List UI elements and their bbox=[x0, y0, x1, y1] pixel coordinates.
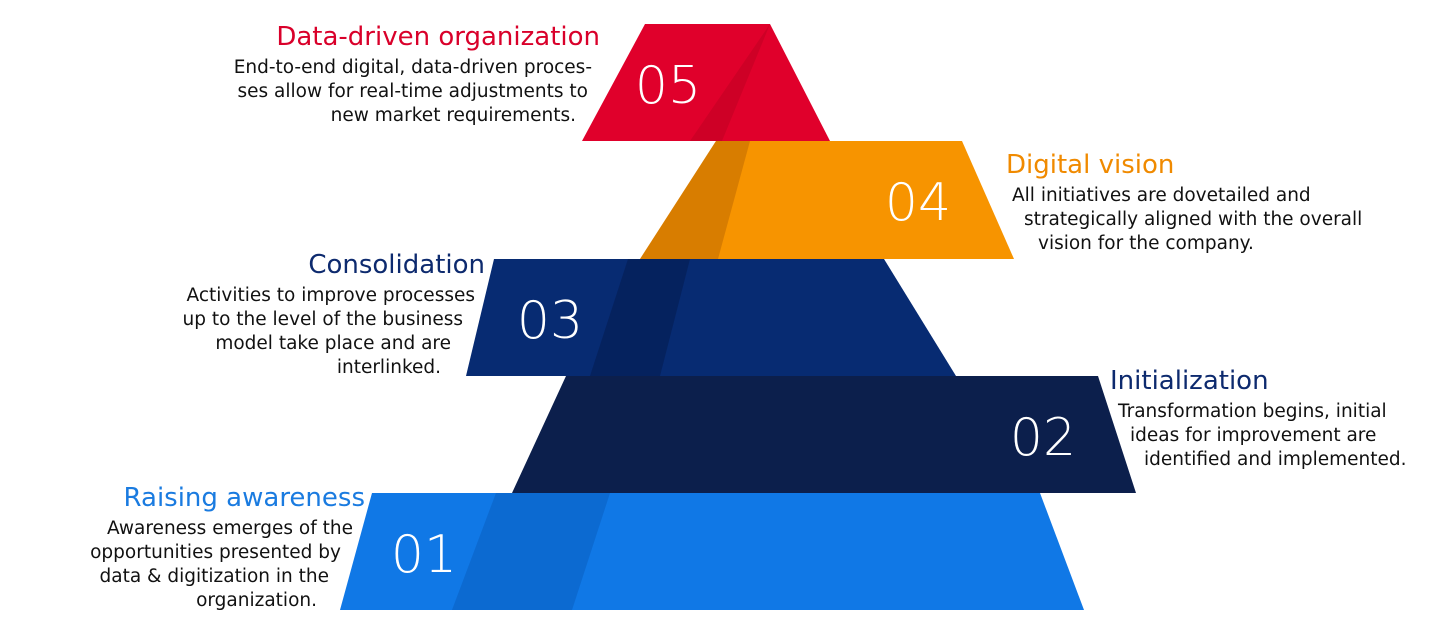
level-3-line: model take place and are bbox=[215, 333, 451, 354]
level-1-line: opportunities presented by bbox=[90, 542, 341, 563]
level-2-band bbox=[512, 376, 1136, 493]
level-3-number: 03 bbox=[517, 291, 583, 351]
level-5-line: new market requirements. bbox=[330, 105, 576, 126]
level-2-text: Initialization Transformation begins, in… bbox=[1110, 364, 1435, 472]
level-1-title: Raising awareness bbox=[123, 483, 365, 513]
level-2-title: Initialization bbox=[1110, 366, 1269, 396]
level-5-description: End-to-end digital, data-driven proces- … bbox=[180, 56, 600, 128]
level-2-line: ideas for improvement are bbox=[1130, 425, 1377, 446]
level-2-number: 02 bbox=[1010, 408, 1076, 468]
level-5-text: Data-driven organization End-to-end digi… bbox=[180, 20, 600, 128]
level-3-text: Consolidation Activities to improve proc… bbox=[120, 248, 486, 380]
level-3-title: Consolidation bbox=[308, 250, 485, 280]
level-1-line: Awareness emerges of the bbox=[106, 518, 353, 539]
level-2-line: identified and implemented. bbox=[1144, 449, 1407, 470]
level-1-shade bbox=[452, 493, 610, 610]
level-4-number: 04 bbox=[885, 173, 951, 233]
level-3-shade bbox=[590, 259, 690, 376]
level-3-line: interlinked. bbox=[336, 357, 441, 378]
level-4-title: Digital vision bbox=[1006, 150, 1175, 180]
level-1-line: data & digitization in the bbox=[99, 566, 330, 587]
level-3-line: Activities to improve processes bbox=[186, 285, 475, 306]
level-5-shade bbox=[690, 24, 770, 141]
level-2-line: Transformation begins, initial bbox=[1118, 401, 1387, 422]
level-2-description: Transformation begins, initial ideas for… bbox=[1110, 400, 1435, 472]
level-3-line: up to the level of the business bbox=[182, 309, 464, 330]
level-3-description: Activities to improve processes up to th… bbox=[120, 284, 485, 380]
level-5-line: End-to-end digital, data-driven proces- bbox=[233, 57, 592, 78]
level-5-title: Data-driven organization bbox=[276, 22, 600, 52]
level-3-band bbox=[466, 259, 956, 376]
level-4-line: strategically aligned with the overall bbox=[1024, 209, 1363, 230]
level-4-shade bbox=[640, 141, 750, 259]
level-1-line: organization. bbox=[196, 590, 317, 611]
level-4-description: All initiatives are dovetailed and strat… bbox=[990, 184, 1410, 256]
level-4-text: Digital vision All initiatives are dovet… bbox=[990, 148, 1410, 256]
level-1-text: Raising awareness Awareness emerges of t… bbox=[20, 481, 365, 613]
level-4-line: vision for the company. bbox=[1038, 233, 1254, 254]
level-4-line: All initiatives are dovetailed and bbox=[1012, 185, 1311, 206]
level-5-number: 05 bbox=[635, 56, 701, 116]
level-5-band bbox=[582, 24, 830, 141]
level-1-number: 01 bbox=[391, 525, 457, 585]
level-1-description: Awareness emerges of the opportunities p… bbox=[20, 517, 365, 613]
level-5-line: ses allow for real-time adjustments to bbox=[237, 81, 588, 102]
